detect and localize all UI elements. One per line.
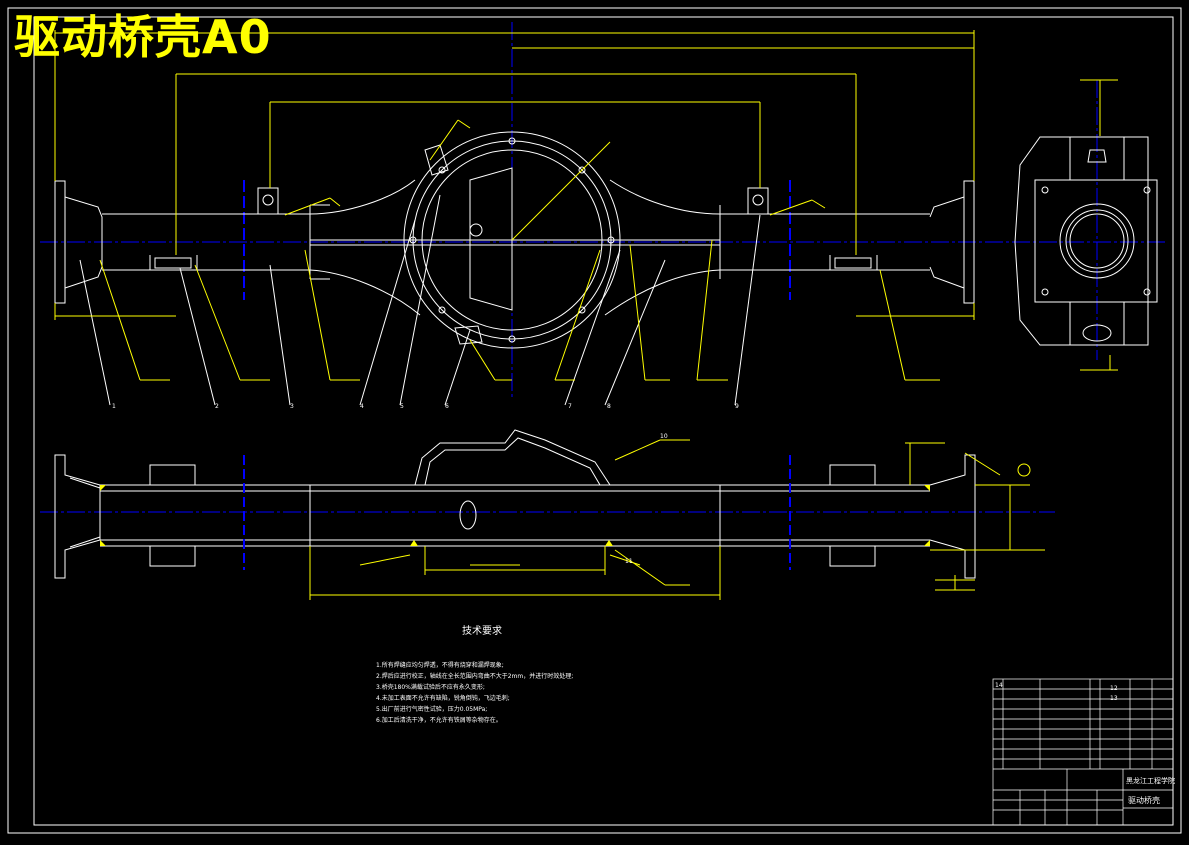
housing-lower-left-contour [309, 269, 421, 316]
callout-2: 2 [215, 403, 219, 410]
section-view [40, 429, 1055, 579]
section-dimensions [309, 439, 1045, 600]
section-housing-bulge [414, 429, 611, 486]
callout-8: 8 [607, 403, 611, 410]
callout-12: 12 [1110, 685, 1118, 692]
end-view-breather [1087, 149, 1107, 163]
requirement-item: 4.未加工表面不允许有缺陷，锐角倒钝，飞边毛刺; [376, 695, 510, 702]
detail-circle-a [1017, 463, 1031, 477]
section-left-seat-bottom [149, 545, 196, 567]
section-right-flange [929, 454, 976, 579]
weld-marks [100, 485, 930, 546]
end-view-outline [1014, 136, 1149, 346]
reinforcement-rib [469, 167, 513, 311]
section-left-flange [54, 454, 101, 579]
end-view-bore-outer [1059, 203, 1135, 279]
callout-10: 10 [660, 433, 668, 440]
section-left-seat-top [149, 464, 196, 486]
drain-boss [454, 325, 483, 345]
housing-upper-left-contour [309, 179, 416, 215]
left-spindle-taper [64, 196, 103, 289]
callout-4: 4 [360, 403, 364, 410]
left-bracket [149, 255, 198, 271]
callout-11: 11 [625, 558, 633, 565]
top-view-leaders [79, 194, 761, 406]
end-view-drain [1082, 324, 1112, 342]
right-flange [963, 180, 975, 304]
callout-9: 9 [735, 403, 739, 410]
top-view [40, 22, 1165, 406]
end-view-bore-inner [1065, 209, 1129, 273]
callout-3: 3 [290, 403, 294, 410]
housing-inner-ring [421, 149, 603, 331]
drawing-title: 驱动桥壳A0 [14, 10, 272, 64]
end-view-flange-plate [1034, 179, 1158, 303]
housing-bolt-circle [412, 140, 612, 340]
callout-6: 6 [445, 403, 449, 410]
end-view [1014, 136, 1158, 346]
filler-hole [469, 223, 483, 237]
right-bracket [829, 255, 878, 271]
requirement-item: 5.出厂前进行气密性试验，压力0.05MPa; [376, 706, 488, 713]
dimension-lines [54, 30, 1118, 381]
right-spring-seat [747, 187, 769, 215]
section-right-seat-bottom [829, 545, 876, 567]
housing-outer-ring [403, 131, 621, 349]
technical-requirements-list: 1.所有焊缝应均匀焊透，不得有烧穿和漏焊现象; 2.焊后应进行校正，轴线在全长范… [376, 660, 573, 726]
callout-numbers: 1 2 3 4 5 6 7 8 9 10 11 12 13 14 [112, 403, 1118, 702]
callout-14: 14 [995, 682, 1003, 689]
right-spindle-taper [929, 196, 965, 289]
requirement-item: 3.桥壳180%满载试验后不应有永久变形; [376, 684, 485, 691]
school-name: 黑龙江工程学院 [1126, 776, 1175, 785]
section-oil-hole [459, 500, 477, 530]
housing-upper-right-contour [609, 179, 721, 215]
requirement-item: 6.加工后清洗干净，不允许有铁屑等杂物存在。 [376, 717, 502, 724]
callout-1: 1 [112, 403, 116, 410]
requirement-item: 2.焊后应进行校正，轴线在全长范围内弯曲不大于2mm，并进行时效处理; [376, 673, 574, 680]
inner-frame [33, 16, 1174, 826]
outer-frame [7, 7, 1182, 834]
callout-13: 13 [1110, 695, 1118, 702]
technical-requirements-heading: 技术要求 [462, 626, 502, 637]
breather-boss [424, 144, 449, 176]
callout-7: 7 [568, 403, 572, 410]
drawing-name: 驱动桥壳 [1128, 795, 1160, 805]
requirement-item: 1.所有焊缝应均匀焊透，不得有烧穿和漏焊现象; [376, 662, 504, 669]
title-block [992, 678, 1174, 826]
left-spring-seat [257, 187, 279, 215]
callout-5: 5 [400, 403, 404, 410]
section-right-seat-top [829, 464, 876, 486]
housing-lower-right-contour [604, 269, 721, 316]
